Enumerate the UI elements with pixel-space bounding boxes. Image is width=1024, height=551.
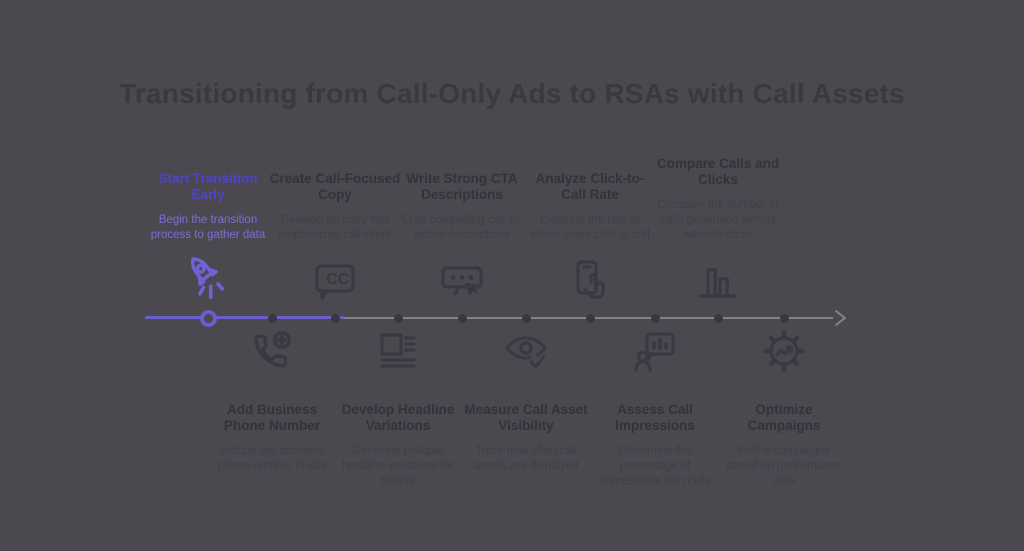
milestone-title: Optimize Campaigns xyxy=(747,402,821,433)
milestone-text: Develop Headline Variations Generate mul… xyxy=(332,402,464,489)
timeline-segment-active xyxy=(145,316,343,319)
timeline-node-active xyxy=(199,309,217,327)
milestone-title: Add Business Phone Number xyxy=(223,402,320,433)
milestone-title: Analyze Click-to-Call Rate xyxy=(535,171,645,203)
timeline-node xyxy=(585,313,595,323)
page-title: Transitioning from Call-Only Ads to RSAs… xyxy=(119,78,905,109)
milestone-9: Compare Calls and Clicks Compare the num… xyxy=(643,0,793,551)
milestone-text: Create Call-Focused Copy Develop ad copy… xyxy=(269,171,401,243)
rocket-launch-icon xyxy=(181,252,235,306)
gear-trend-icon xyxy=(760,327,808,375)
milestone-title: Write Strong CTA Descriptions xyxy=(406,171,518,203)
svg-text:CC: CC xyxy=(326,271,350,288)
milestone-text: Optimize Campaigns Refine campaigns base… xyxy=(718,402,850,489)
milestone-description: Determine the percentage of impressions … xyxy=(599,444,711,487)
timeline-node xyxy=(779,313,789,323)
timeline-node xyxy=(713,313,723,323)
milestone-text: Write Strong CTA Descriptions Craft comp… xyxy=(396,171,528,243)
milestone-text: Assess Call Impressions Determine the pe… xyxy=(589,402,721,489)
timeline-arrowhead-icon xyxy=(828,306,852,335)
eye-check-icon xyxy=(502,327,550,375)
milestone-description: Craft compelling call-to-action descript… xyxy=(401,214,523,242)
milestone-title: Assess Call Impressions xyxy=(615,402,695,433)
timeline-node xyxy=(457,313,467,323)
milestone-1: Start Transition Early Begin the transit… xyxy=(133,0,283,551)
milestone-text: Measure Call Asset Visibility Track how … xyxy=(460,402,592,474)
timeline-node xyxy=(330,313,340,323)
person-chart-bubble-icon xyxy=(631,327,679,375)
milestone-description: Evaluate the rate at which users click t… xyxy=(530,214,650,242)
milestone-4: Develop Headline Variations Generate mul… xyxy=(323,0,473,551)
milestone-title: Develop Headline Variations xyxy=(341,402,455,433)
milestone-description: Track how often call assets are displaye… xyxy=(473,444,579,472)
milestone-7: Analyze Click-to-Call Rate Evaluate the … xyxy=(515,0,665,551)
chat-dots-cursor-icon xyxy=(438,257,486,305)
cc-speech-bubble-icon: CC xyxy=(311,257,359,305)
phone-tap-icon xyxy=(566,257,614,305)
milestone-description: Include the business phone number in ads xyxy=(217,444,327,472)
milestone-title: Create Call-Focused Copy xyxy=(269,171,401,203)
timeline-node xyxy=(521,313,531,323)
milestone-5: Write Strong CTA Descriptions Craft comp… xyxy=(387,0,537,551)
milestone-description: Compare the number of calls generated ve… xyxy=(657,199,779,242)
milestone-2: Add Business Phone Number Include the bu… xyxy=(197,0,347,551)
milestone-title: Measure Call Asset Visibility xyxy=(464,402,588,433)
milestone-8: Assess Call Impressions Determine the pe… xyxy=(580,0,730,551)
milestone-text: Compare Calls and Clicks Compare the num… xyxy=(652,156,784,243)
timeline-node xyxy=(393,313,403,323)
milestone-10: Optimize Campaigns Refine campaigns base… xyxy=(709,0,859,551)
milestone-title: Compare Calls and Clicks xyxy=(656,156,780,188)
phone-plus-icon xyxy=(248,327,296,375)
milestone-3: Create Call-Focused Copy Develop ad copy… xyxy=(260,0,410,551)
milestone-description: Develop ad copy that emphasizes call int… xyxy=(278,214,392,242)
milestone-text: Start Transition Early Begin the transit… xyxy=(142,171,274,243)
milestone-text: Add Business Phone Number Include the bu… xyxy=(206,402,338,474)
timeline-node xyxy=(650,313,660,323)
timeline-node xyxy=(267,313,277,323)
bar-chart-icon xyxy=(694,257,742,305)
milestone-description: Generate multiple headline variations fo… xyxy=(341,444,455,487)
milestone-description: Refine campaigns based on performance da… xyxy=(726,444,842,487)
milestone-text: Analyze Click-to-Call Rate Evaluate the … xyxy=(524,171,656,243)
milestone-description: Begin the transition process to gather d… xyxy=(150,214,266,242)
milestone-6: Measure Call Asset Visibility Track how … xyxy=(451,0,601,551)
article-lines-icon xyxy=(374,327,422,375)
milestone-title: Start Transition Early xyxy=(158,171,258,203)
